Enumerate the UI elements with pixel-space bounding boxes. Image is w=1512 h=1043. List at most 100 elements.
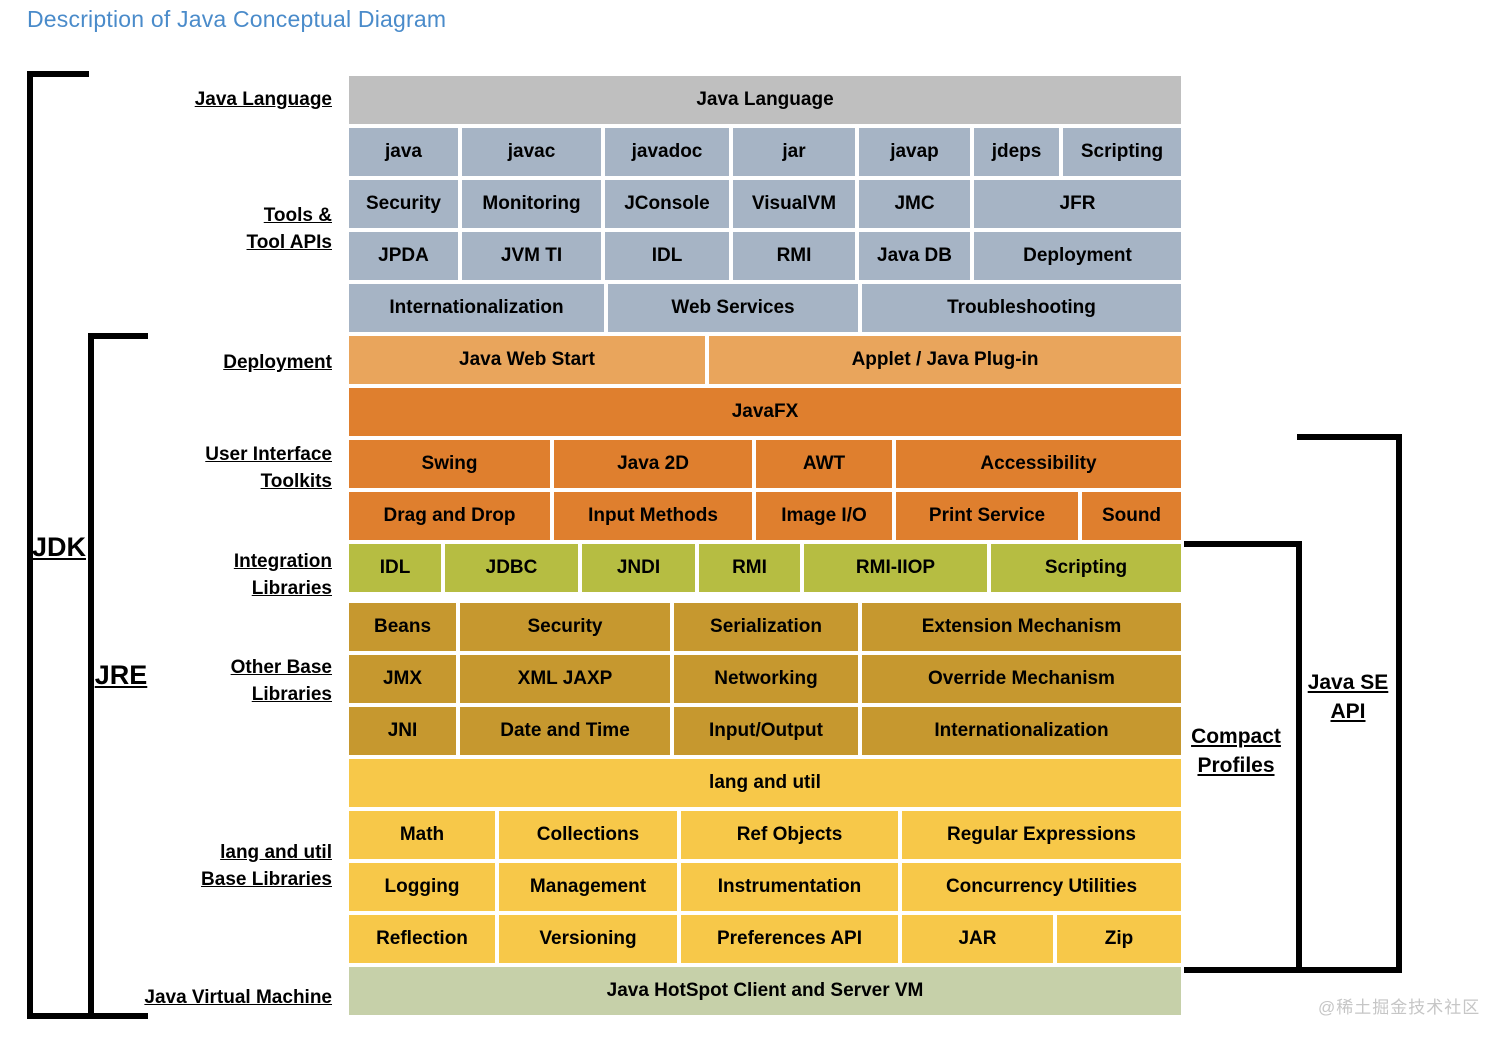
diagram-cell: VisualVM xyxy=(733,180,855,228)
diagram-cell: Java HotSpot Client and Server VM xyxy=(349,967,1181,1015)
watermark: @稀土掘金技术社区 xyxy=(1318,998,1481,1017)
diagram-cell: Java DB xyxy=(859,232,970,280)
compact-profiles-bracket xyxy=(1184,541,1302,973)
diagram-cell: Logging xyxy=(349,863,495,911)
diagram-cell: javadoc xyxy=(605,128,729,176)
diagram-cell: Sound xyxy=(1082,492,1181,540)
diagram-cell: jar xyxy=(733,128,855,176)
diagram-cell: Zip xyxy=(1057,915,1181,963)
diagram-cell: Collections xyxy=(499,811,677,859)
java-se-api-bracket xyxy=(1297,434,1402,973)
diagram-cell: RMI-IIOP xyxy=(804,544,987,592)
diagram-cell: Web Services xyxy=(608,284,858,332)
diagram-cell: Ref Objects xyxy=(681,811,898,859)
diagram-cell: Drag and Drop xyxy=(349,492,550,540)
diagram-cell: JavaFX xyxy=(349,388,1181,436)
label-java-se-api: Java SE API xyxy=(1307,671,1389,723)
diagram-cell: RMI xyxy=(733,232,855,280)
diagram-cell: Serialization xyxy=(674,603,858,651)
label-jdk: JDK xyxy=(31,532,86,562)
diagram-cell: Math xyxy=(349,811,495,859)
diagram-cell: Date and Time xyxy=(460,707,670,755)
diagram-row-langutil-header: lang and util xyxy=(349,759,1181,807)
diagram-cell: Print Service xyxy=(896,492,1078,540)
diagram-cell: Internationalization xyxy=(349,284,604,332)
diagram-cell: RMI xyxy=(699,544,800,592)
diagram-cell: JNI xyxy=(349,707,456,755)
label-langutil-base-libraries: lang and util Base Libraries xyxy=(201,842,332,890)
page-title[interactable]: Description of Java Conceptual Diagram xyxy=(27,6,447,32)
diagram-cell: IDL xyxy=(605,232,729,280)
diagram-cell: javac xyxy=(462,128,601,176)
diagram-cell: Reflection xyxy=(349,915,495,963)
diagram-cell: Extension Mechanism xyxy=(862,603,1181,651)
diagram-cell: Instrumentation xyxy=(681,863,898,911)
diagram-cell: Deployment xyxy=(974,232,1181,280)
label-java-virtual-machine: Java Virtual Machine xyxy=(144,987,332,1008)
diagram-cell: Monitoring xyxy=(462,180,601,228)
diagram-cell: Input/Output xyxy=(674,707,858,755)
jdk-jre-bracket-bottom xyxy=(27,1013,148,1019)
diagram-cell: java xyxy=(349,128,458,176)
diagram-cell: IDL xyxy=(349,544,441,592)
diagram-cell: Scripting xyxy=(991,544,1181,592)
diagram-cell: Input Methods xyxy=(554,492,752,540)
diagram-cell: Networking xyxy=(674,655,858,703)
diagram-cell: Security xyxy=(349,180,458,228)
diagram-cell: Regular Expressions xyxy=(902,811,1181,859)
diagram-cell: JFR xyxy=(974,180,1181,228)
diagram-cell: Troubleshooting xyxy=(862,284,1181,332)
diagram-cell: Accessibility xyxy=(896,440,1181,488)
diagram-cell: Java Language xyxy=(349,76,1181,124)
diagram-cell: AWT xyxy=(756,440,892,488)
diagram-cell: JNDI xyxy=(582,544,695,592)
diagram-cell: Applet / Java Plug-in xyxy=(709,336,1181,384)
diagram-cell: Scripting xyxy=(1063,128,1181,176)
diagram-cell: Java 2D xyxy=(554,440,752,488)
diagram-cell: lang and util xyxy=(349,759,1181,807)
diagram-cell: jdeps xyxy=(974,128,1059,176)
diagram-row-jvm: Java HotSpot Client and Server VM xyxy=(349,967,1181,1015)
diagram-cell: Internationalization xyxy=(862,707,1181,755)
diagram-cell: JMX xyxy=(349,655,456,703)
label-other-base-libraries: Other Base Libraries xyxy=(230,657,332,705)
diagram-cell: Override Mechanism xyxy=(862,655,1181,703)
diagram-cell: JVM TI xyxy=(462,232,601,280)
label-tools-tool-apis: Tools & Tool APIs xyxy=(246,205,333,253)
diagram-cell: Concurrency Utilities xyxy=(902,863,1181,911)
diagram-cell: Swing xyxy=(349,440,550,488)
label-java-language: Java Language xyxy=(194,89,332,110)
diagram-cell: Versioning xyxy=(499,915,677,963)
label-deployment: Deployment xyxy=(223,352,332,373)
label-jre: JRE xyxy=(94,660,148,690)
diagram-cell: JAR xyxy=(902,915,1053,963)
diagram-cell: Beans xyxy=(349,603,456,651)
diagram-row-java-language-header: Java Language xyxy=(349,76,1181,124)
diagram-cell: XML JAXP xyxy=(460,655,670,703)
diagram-cell: JConsole xyxy=(605,180,729,228)
jdk-bracket xyxy=(27,71,89,1019)
jre-bracket xyxy=(88,333,148,1019)
diagram-cell: JMC xyxy=(859,180,970,228)
diagram-cell: Management xyxy=(499,863,677,911)
diagram-cell: javap xyxy=(859,128,970,176)
diagram-cell: Java Web Start xyxy=(349,336,705,384)
label-integration-libraries: Integration Libraries xyxy=(233,551,332,599)
diagram-cell: JPDA xyxy=(349,232,458,280)
diagram-cell: JDBC xyxy=(445,544,578,592)
